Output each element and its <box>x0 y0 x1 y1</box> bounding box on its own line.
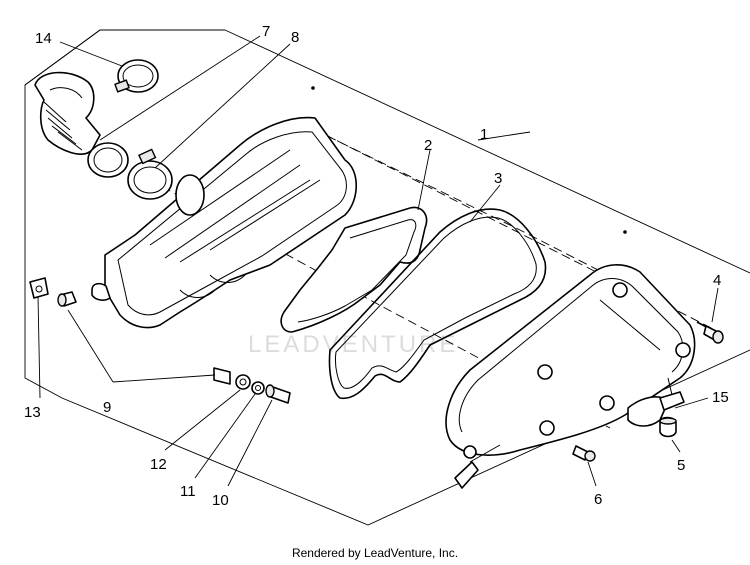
fastener-stack <box>213 367 291 404</box>
callout-7: 7 <box>262 23 270 40</box>
callout-2: 2 <box>424 137 432 154</box>
clip-nut <box>29 277 49 299</box>
air-box-housing <box>91 86 357 329</box>
rendered-by-footer: Rendered by LeadVenture, Inc. <box>291 546 459 560</box>
callout-labels: 14 7 8 1 2 3 4 15 5 6 9 13 12 11 10 <box>24 23 729 509</box>
hose-clamp-upper <box>114 59 159 93</box>
callout-6: 6 <box>594 491 602 508</box>
callout-12: 12 <box>150 456 167 473</box>
callout-5: 5 <box>677 457 685 474</box>
callout-13: 13 <box>24 404 41 421</box>
alignment-lines <box>149 127 716 429</box>
screw-4 <box>696 321 724 344</box>
hose-connector <box>659 377 685 411</box>
leader-lines <box>37 35 719 487</box>
filter-element <box>280 206 428 333</box>
watermark-text: LEADVENTURE <box>248 331 458 358</box>
callout-8: 8 <box>291 29 299 46</box>
callout-3: 3 <box>494 170 502 187</box>
callout-1: 1 <box>480 126 488 143</box>
drain-cap <box>659 416 677 438</box>
grommet-left <box>57 291 77 307</box>
intake-duct <box>34 71 101 155</box>
callout-14: 14 <box>35 30 52 47</box>
callout-9: 9 <box>103 399 111 416</box>
screw-6 <box>572 445 596 462</box>
callout-10: 10 <box>212 492 229 509</box>
gasket <box>328 208 547 400</box>
hose-clamp-lower <box>87 142 173 200</box>
callout-11: 11 <box>180 483 196 500</box>
callout-4: 4 <box>713 272 721 289</box>
assembly-frame <box>24 29 750 526</box>
air-box-cover <box>445 230 696 489</box>
callout-15: 15 <box>712 389 729 406</box>
